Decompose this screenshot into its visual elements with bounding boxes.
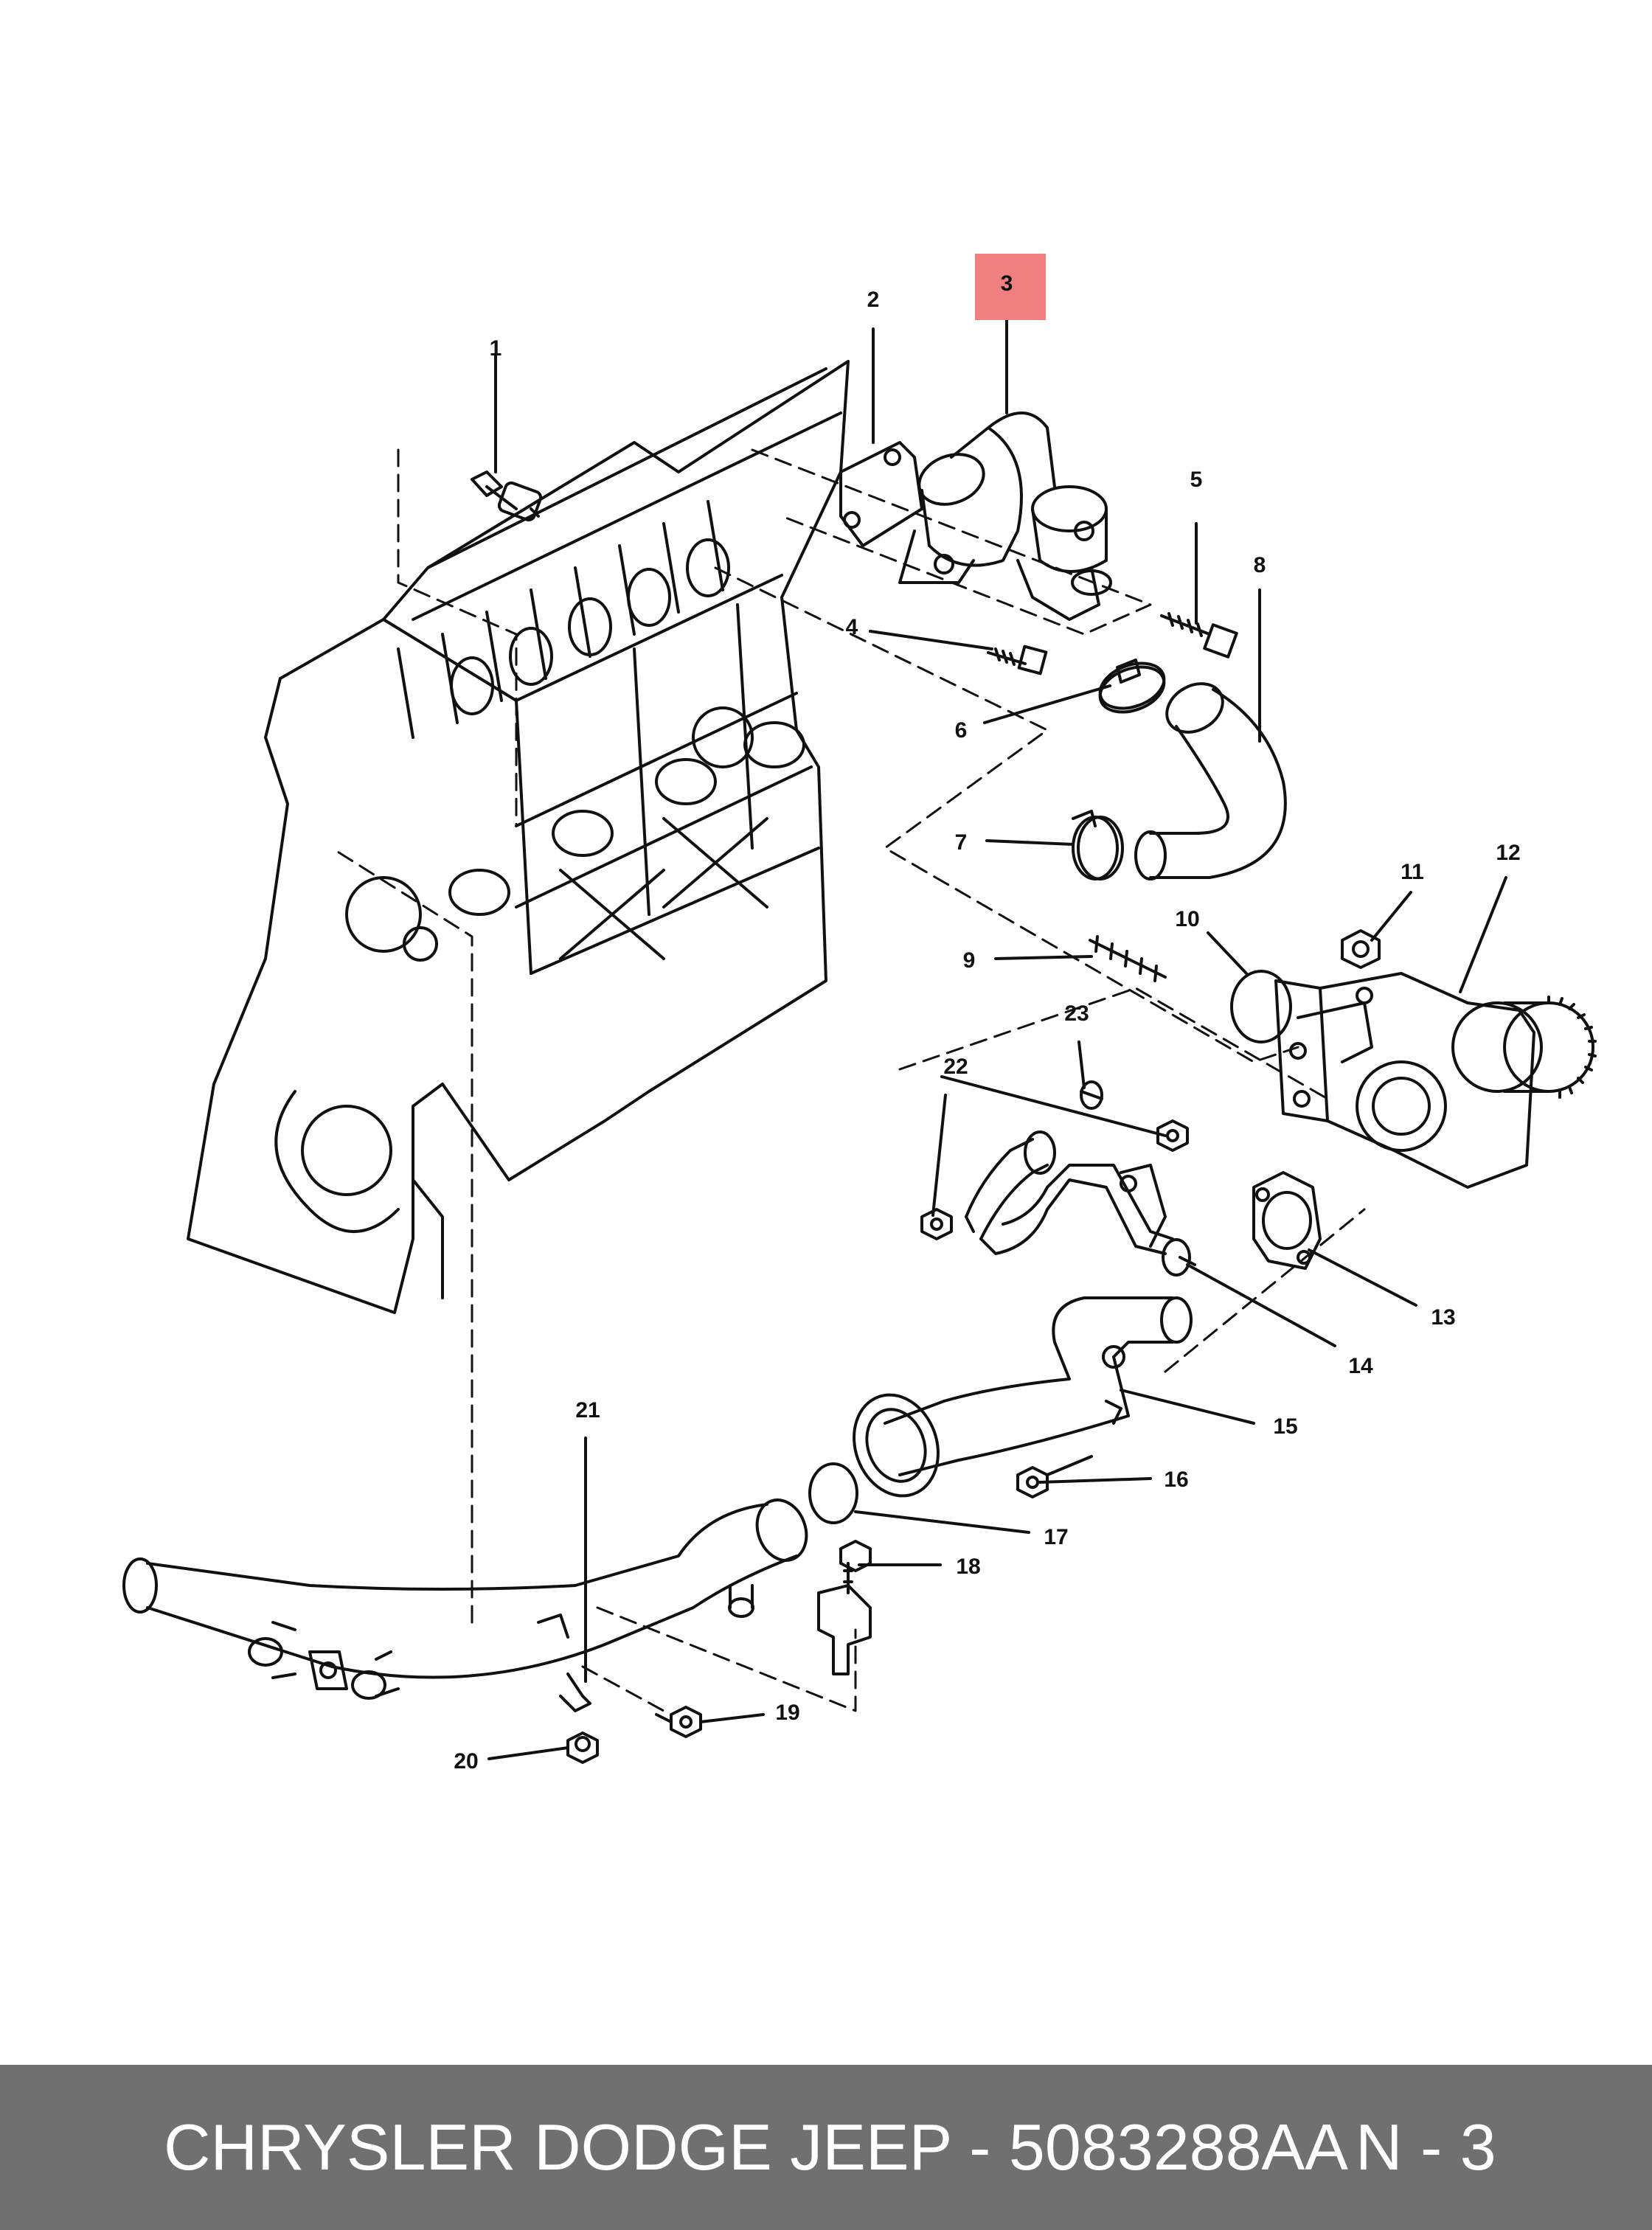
part-8-hose: [1134, 682, 1287, 880]
callout-7: 7: [955, 830, 968, 855]
assembly-lines: [330, 448, 1366, 1712]
part-20-nut: [566, 1731, 599, 1764]
callout-23: 23: [1064, 1001, 1089, 1026]
part-12-water-pump: [1274, 972, 1597, 1189]
callout-13: 13: [1431, 1305, 1455, 1330]
callout-14: 14: [1348, 1354, 1373, 1378]
part-2-gasket: [839, 441, 923, 547]
callout-19: 19: [775, 1701, 799, 1725]
callout-20: 20: [454, 1749, 478, 1774]
callout-2: 2: [867, 288, 880, 312]
brand-part-number: CHRYSLER DODGE JEEP - 5083288AA: [164, 2111, 1348, 2184]
callout-22: 22: [943, 1055, 968, 1079]
footer-bar: CHRYSLER DODGE JEEP - 5083288AA N - 3: [0, 2065, 1652, 2230]
callout-15: 15: [1273, 1414, 1297, 1439]
part-7-clamp: [1072, 810, 1124, 880]
part-14-tube: [965, 1130, 1196, 1276]
callout-4: 4: [846, 615, 858, 639]
callout-17: 17: [1044, 1525, 1068, 1549]
page-reference: N - 3: [1356, 2111, 1496, 2184]
callout-16: 16: [1164, 1467, 1188, 1492]
part-17-o-ring: [808, 1462, 858, 1524]
part-6-clamp: [1098, 659, 1166, 714]
callout-11: 11: [1401, 860, 1424, 884]
part-18-bracket: [817, 1540, 872, 1675]
callout-labels: 1 2 3 4 5 6 7 8 9 10 11 12 13 14 15 16 1…: [454, 271, 1520, 1774]
part-13-gasket: [1252, 1171, 1322, 1270]
part-4-bolt: [987, 645, 1048, 675]
engine-block: [187, 360, 850, 1314]
leader-lines: [487, 319, 1507, 1760]
callout-3-highlight: [975, 254, 1046, 320]
part-15-hose: [853, 1296, 1193, 1498]
part-5-bolt: [1160, 612, 1238, 659]
callout-3: 3: [1001, 271, 1013, 296]
callout-8: 8: [1254, 553, 1266, 577]
part-10-o-ring: [1230, 970, 1292, 1043]
callout-21: 21: [575, 1398, 600, 1423]
callout-5: 5: [1190, 468, 1203, 492]
callout-12: 12: [1496, 841, 1520, 865]
part-23-clip: [1080, 1080, 1103, 1110]
callout-6: 6: [955, 718, 968, 743]
callout-18: 18: [956, 1555, 980, 1579]
part-9-stud: [1089, 935, 1167, 982]
callout-10: 10: [1175, 907, 1199, 931]
part-21-pipe: [122, 1498, 808, 1712]
part-3-thermostat-housing: [898, 411, 1112, 621]
part-11-nut: [1341, 929, 1381, 969]
callout-9: 9: [963, 948, 976, 973]
part-19-bolt: [655, 1706, 702, 1738]
part-16-bolt: [1016, 1455, 1093, 1498]
part-1-sensor: [471, 470, 543, 522]
exploded-parts-diagram: 1 2 3 4 5 6 7 8 9 10 11 12 13 14 15 16 1…: [122, 254, 1597, 1774]
part-22-bolts: [920, 1119, 1189, 1240]
callout-1: 1: [490, 336, 502, 361]
